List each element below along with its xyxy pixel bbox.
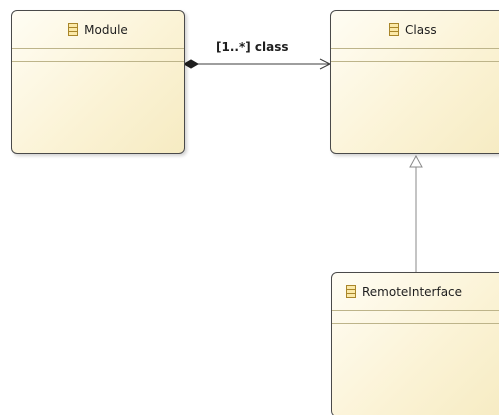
- attributes-divider: [12, 48, 184, 49]
- generalization-triangle: [409, 154, 423, 168]
- class-header: RemoteInterface: [332, 273, 499, 310]
- attributes-compartment: [12, 49, 184, 61]
- class-box-module[interactable]: Module: [11, 10, 185, 154]
- attributes-divider: [332, 310, 499, 311]
- attributes-compartment: [331, 49, 499, 61]
- operations-divider: [331, 61, 499, 62]
- class-header: Module: [12, 11, 184, 48]
- class-box-remoteinterface[interactable]: RemoteInterface: [331, 272, 499, 415]
- class-icon: [389, 23, 399, 36]
- class-name: Class: [405, 22, 437, 37]
- attributes-compartment: [332, 311, 499, 323]
- class-icon: [68, 23, 79, 36]
- class-name: RemoteInterface: [362, 284, 463, 299]
- attributes-divider: [331, 48, 499, 49]
- composition-diamond: [182, 59, 200, 69]
- class-icon: [346, 285, 356, 298]
- class-header: Class: [331, 11, 499, 48]
- class-box-class[interactable]: Class: [330, 10, 499, 154]
- operations-divider: [332, 323, 499, 324]
- operations-divider: [12, 61, 184, 62]
- association-label: [1..*] class: [216, 40, 289, 54]
- class-name: Module: [84, 22, 128, 37]
